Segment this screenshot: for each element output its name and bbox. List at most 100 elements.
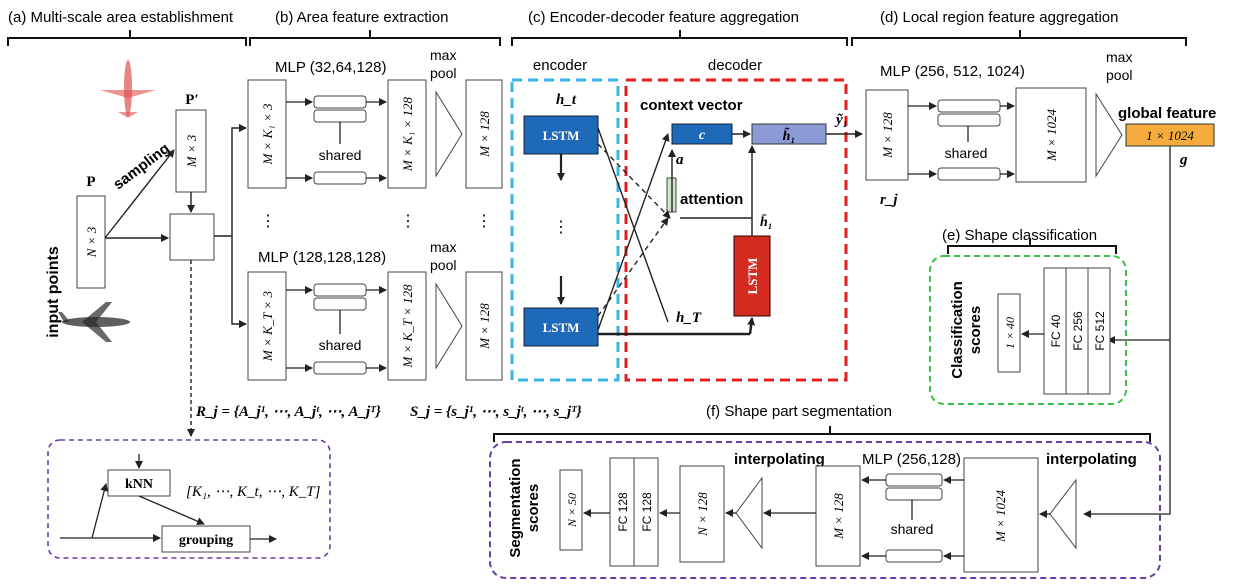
fc512-label: FC 512 [1093, 311, 1107, 351]
region-input-dim: M × 128 [880, 112, 895, 159]
dots-b2: ⋮ [400, 213, 416, 230]
seg-fc128-box-1 [609, 457, 635, 567]
global-feature-dim: 1 × 1024 [1146, 128, 1194, 143]
shared-label-region: shared [945, 145, 988, 161]
area-feature-dim-bottom: M × K_T × 128 [400, 284, 415, 369]
hT-label: h_T [676, 310, 702, 326]
rj-label: r_j [880, 192, 898, 208]
seg-fc128-label-1: FC 128 [616, 492, 630, 532]
section-brackets [7, 30, 1187, 442]
seg-fc128-label-2: FC 128 [640, 492, 654, 532]
input-points-label: input points [45, 246, 62, 338]
segmentation-panel [489, 441, 1161, 579]
decoder-label: decoder [708, 57, 762, 74]
area-feature-dim-top: M × K₁ × 128 [400, 96, 415, 172]
knn-label: kNN [125, 477, 153, 492]
interp-triangle-1 [735, 476, 763, 550]
seg-output-dim: N × 50 [565, 493, 579, 528]
mlp2-label: MLP (128,128,128) [258, 249, 386, 266]
section-title-e: (e) Shape classification [942, 227, 1097, 244]
cls-output-dim: 1 × 40 [1003, 317, 1017, 349]
seg-n128-box [679, 465, 725, 563]
input-points-box [76, 195, 106, 289]
shared-mlp-region [937, 99, 1001, 181]
section-a-arrows [104, 124, 247, 437]
pooled-dim-bottom: M × 128 [477, 303, 492, 350]
sampled-points-label: P′ [185, 92, 198, 108]
seg-m128-dim: M × 128 [831, 493, 846, 540]
k-list-label: [K₁, ⋯, K_t, ⋯, K_T] [186, 484, 321, 500]
mlp4-label: MLP (256,128) [862, 451, 961, 468]
area-input-dim-bottom: M × K_T × 3 [260, 290, 275, 362]
segmentation-scores-label-2: scores [525, 484, 542, 532]
lstm-decoder [733, 235, 771, 317]
grouping-node [169, 213, 215, 261]
region-feature-dim: M × 1024 [1044, 108, 1059, 162]
Sj-set-label: S_j = {s_j¹, ⋯, s_jᵗ, ⋯, s_jᵀ} [410, 404, 583, 420]
fc512-box [1087, 267, 1111, 395]
interp-triangle-2 [1049, 478, 1077, 550]
lstm-encoder-bottom [523, 307, 599, 347]
seg-m128-box [815, 465, 861, 567]
dots-b1: ⋮ [260, 213, 276, 230]
section-title-f: (f) Shape part segmentation [706, 403, 892, 420]
maxpool-triangle-top [435, 90, 463, 178]
shared-mlp-top [313, 95, 367, 185]
section-title-c: (c) Encoder-decoder feature aggregation [528, 9, 799, 26]
attention-label: attention [680, 191, 743, 208]
Rj-set-label: R_j = {A_j¹, ⋯, A_jᵗ, ⋯, A_jᵀ} [195, 404, 382, 420]
section-title-d: (d) Local region feature aggregation [880, 9, 1119, 26]
region-feature-box [1015, 87, 1087, 183]
sampled-points-dim: M × 3 [184, 134, 199, 168]
airplane-sampled-icon [100, 60, 156, 118]
area-input-box-bottom [247, 271, 287, 381]
fc40-label: FC 40 [1049, 314, 1063, 347]
classification-scores-label-2: scores [967, 306, 984, 354]
global-feature-label: global feature [1118, 105, 1216, 122]
knn-arrows [60, 454, 277, 543]
airplane-input-icon [58, 302, 130, 342]
seg-m1024-dim: M × 1024 [993, 489, 1008, 543]
cls-output-box [997, 293, 1021, 373]
shared-mlp-seg [885, 473, 943, 563]
pooled-box-top [465, 79, 503, 189]
area-input-box-top [247, 79, 287, 189]
context-vector-label: context vector [640, 97, 743, 114]
mlp-bottom-arrows [286, 286, 387, 372]
shared-label-top: shared [319, 147, 362, 163]
seg-output-box [559, 469, 583, 551]
knn-box [107, 469, 171, 497]
maxpool2-max: max [430, 239, 456, 255]
ht-label: h_t [556, 92, 577, 108]
seg-n128-dim: N × 128 [695, 492, 710, 537]
region-arrows [908, 102, 1171, 518]
maxpool3-max: max [1106, 49, 1132, 65]
section-title-a: (a) Multi-scale area establishment [8, 9, 234, 26]
y1-tilde-label: ỹ₁ [834, 112, 848, 128]
dots-encoder: ⋮ [553, 219, 569, 236]
grouping-label: grouping [179, 533, 233, 548]
h1-bar-label: h̄₁ [760, 214, 773, 230]
encoder-label: encoder [533, 57, 587, 74]
maxpool1-max: max [430, 47, 456, 63]
maxpool1-pool: pool [430, 65, 456, 81]
classification-scores-label-1: Classification [949, 281, 966, 379]
seg-m1024-box [963, 457, 1039, 573]
mlp3-label: MLP (256, 512, 1024) [880, 63, 1025, 80]
pooled-dim-top: M × 128 [477, 111, 492, 158]
lstm-decoder-label: LSTM [745, 258, 760, 295]
context-c-label: c [699, 128, 706, 143]
maxpool2-pool: pool [430, 257, 456, 273]
mlp-top-arrows [286, 98, 387, 182]
shared-label-bottom: shared [319, 337, 362, 353]
lstm-encoder-top [523, 115, 599, 155]
shared-label-seg: shared [891, 521, 934, 537]
area-feature-box-top [387, 79, 427, 189]
shared-mlp-bottom [313, 283, 367, 375]
classification-panel [929, 255, 1127, 405]
fc256-label: FC 256 [1071, 311, 1085, 351]
decoder-panel [624, 78, 848, 382]
lstm-encoder-top-label: LSTM [543, 128, 580, 143]
mlp1-label: MLP (32,64,128) [275, 59, 386, 76]
